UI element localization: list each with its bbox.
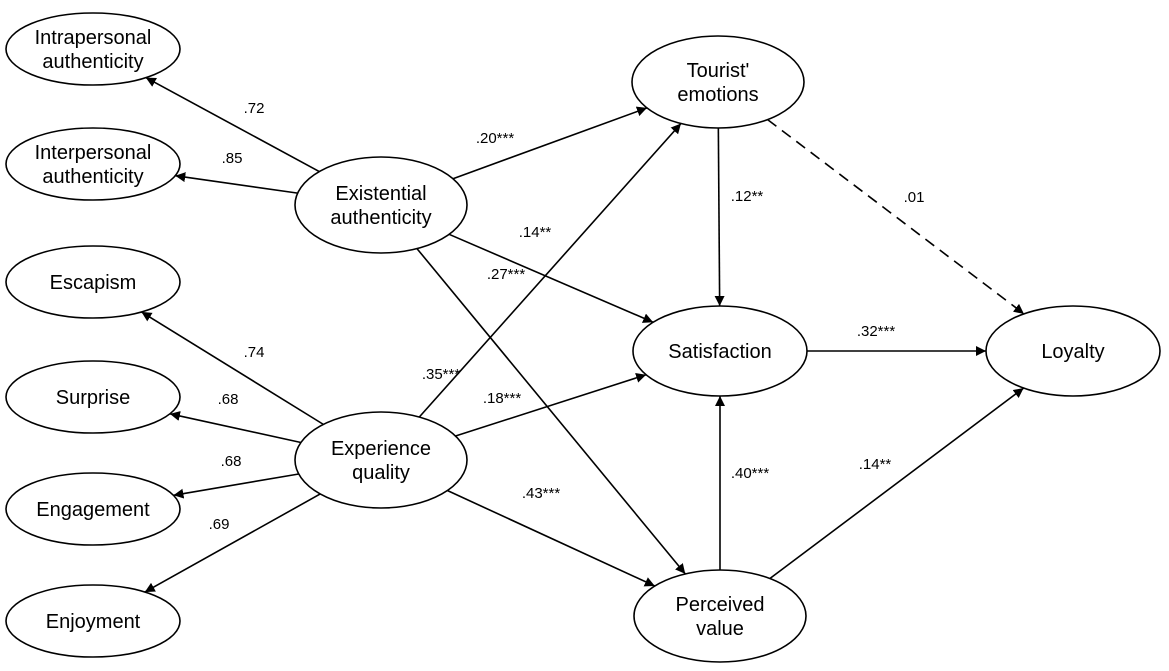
edge-label-existential-intrapersonal: .72 xyxy=(244,100,265,117)
node-escapism-label-line-0: Escapism xyxy=(50,272,137,294)
node-interpersonal-ellipse xyxy=(5,127,181,201)
edge-experience-value xyxy=(447,489,656,587)
edge-existential-satisfaction xyxy=(448,233,654,323)
edge-label-existential-emotions: .20*** xyxy=(476,130,515,147)
edges-layer xyxy=(140,76,1025,593)
node-engagement-label-line-0: Engagement xyxy=(36,499,150,521)
node-existential-label-line-0: Existential xyxy=(335,183,426,205)
node-value-label-line-1: value xyxy=(696,618,744,640)
edge-existential-emotions xyxy=(452,106,648,180)
edge-existential-intrapersonal xyxy=(145,76,320,173)
edge-experience-escapism xyxy=(140,311,324,426)
nodes-layer: IntrapersonalauthenticityInterpersonalau… xyxy=(5,12,1161,663)
node-interpersonal-label-line-1: authenticity xyxy=(42,166,143,188)
edge-label-experience-surprise: .68 xyxy=(218,391,239,408)
edge-label-existential-value: .27*** xyxy=(487,266,526,283)
node-intrapersonal-ellipse xyxy=(5,12,181,86)
edge-label-experience-engagement: .68 xyxy=(221,453,242,470)
edge-label-experience-satisfaction: .18*** xyxy=(483,390,522,407)
edge-existential-value xyxy=(416,248,686,575)
node-surprise-label-line-0: Surprise xyxy=(56,387,130,409)
node-emotions-ellipse xyxy=(631,35,805,129)
node-emotions-label-line-0: Tourist' xyxy=(687,60,750,82)
node-loyalty-label-line-0: Loyalty xyxy=(1041,341,1104,363)
node-value-label-line-0: Perceived xyxy=(676,594,765,616)
edge-emotions-satisfaction xyxy=(714,127,725,307)
node-emotions: Tourist'emotions xyxy=(631,35,805,129)
edge-experience-surprise xyxy=(169,411,302,444)
node-escapism-ellipse xyxy=(5,245,181,319)
node-experience-ellipse xyxy=(294,411,468,509)
node-satisfaction-ellipse xyxy=(632,305,808,397)
edge-value-loyalty xyxy=(769,387,1025,580)
node-escapism: Escapism xyxy=(5,245,181,319)
node-enjoyment: Enjoyment xyxy=(5,584,181,658)
edge-label-experience-enjoyment: .69 xyxy=(209,516,230,533)
edge-label-emotions-loyalty: .01 xyxy=(904,189,925,206)
edge-label-emotions-satisfaction: .12** xyxy=(731,188,764,205)
edge-label-experience-emotions: .35*** xyxy=(422,366,461,383)
node-satisfaction: Satisfaction xyxy=(632,305,808,397)
node-loyalty-ellipse xyxy=(985,305,1161,397)
node-intrapersonal-label-line-0: Intrapersonal xyxy=(35,27,152,49)
edge-label-existential-satisfaction: .14** xyxy=(519,224,552,241)
edge-emotions-loyalty xyxy=(767,118,1025,315)
edge-experience-satisfaction xyxy=(455,373,647,437)
edge-label-experience-value: .43*** xyxy=(522,485,561,502)
node-intrapersonal-label-line-1: authenticity xyxy=(42,51,143,73)
node-engagement-ellipse xyxy=(5,472,181,546)
edge-experience-enjoyment xyxy=(144,493,321,593)
node-existential-label-line-1: authenticity xyxy=(330,207,431,229)
node-enjoyment-label-line-0: Enjoyment xyxy=(46,611,141,633)
node-engagement: Engagement xyxy=(5,472,181,546)
edge-labels-layer: .72 .85 .20*** .14** .27*** .74 .68 .68 .69 .35**… xyxy=(209,100,925,533)
node-existential-ellipse xyxy=(294,156,468,254)
node-interpersonal-label-line-0: Interpersonal xyxy=(35,142,152,164)
edge-experience-emotions xyxy=(418,122,682,418)
node-surprise: Surprise xyxy=(5,360,181,434)
node-value-ellipse xyxy=(633,569,807,663)
node-loyalty: Loyalty xyxy=(985,305,1161,397)
node-satisfaction-label-line-0: Satisfaction xyxy=(668,341,771,363)
edge-label-value-loyalty: .14** xyxy=(859,456,892,473)
node-enjoyment-ellipse xyxy=(5,584,181,658)
node-experience-label-line-0: Experience xyxy=(331,438,431,460)
node-experience-label-line-1: quality xyxy=(352,462,410,484)
edge-label-value-satisfaction: .40*** xyxy=(731,465,770,482)
node-surprise-ellipse xyxy=(5,360,181,434)
node-emotions-label-line-1: emotions xyxy=(677,84,758,106)
edge-existential-interpersonal xyxy=(175,172,298,194)
edge-label-experience-escapism: .74 xyxy=(244,344,265,361)
edge-label-satisfaction-loyalty: .32*** xyxy=(857,323,896,340)
edge-experience-engagement xyxy=(173,473,299,499)
edge-label-existential-interpersonal: .85 xyxy=(222,150,243,167)
